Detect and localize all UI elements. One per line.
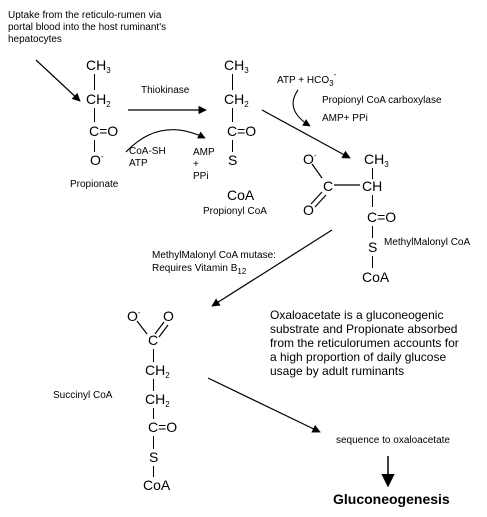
succinyl-c: C bbox=[148, 332, 159, 348]
propionyl-ch2: CH2 bbox=[224, 91, 249, 109]
bond-c-o-double-1 bbox=[310, 191, 323, 205]
propionyl-ch3: CH3 bbox=[224, 57, 249, 75]
thiokinase-atp: ATP bbox=[129, 158, 148, 169]
mutase-label-line1: MethylMalonyl CoA mutase: bbox=[152, 250, 276, 261]
succinyl-coa-label: Succinyl CoA bbox=[53, 390, 113, 401]
propionate-ch2: CH2 bbox=[86, 91, 111, 109]
carboxylase-label: Propionyl CoA carboxylase bbox=[322, 95, 442, 106]
succinyl-bond-2 bbox=[153, 379, 155, 391]
methylmalonyl-c: C bbox=[323, 178, 334, 194]
propionyl-coa: CoA bbox=[227, 187, 255, 203]
succinyl-o-minus: O- bbox=[127, 308, 141, 324]
thiokinase-ppi: PPi bbox=[193, 171, 209, 182]
uptake-note-line1: Uptake from the reticulo-rumen via bbox=[8, 10, 162, 21]
methylmalonyl-bond-ch3 bbox=[372, 168, 374, 179]
methylmalonyl-ch3: CH3 bbox=[364, 151, 389, 169]
sequence-arrow bbox=[207, 377, 321, 433]
oxaloacetate-note-line5: usage by adult ruminants bbox=[270, 364, 405, 378]
thiokinase-side-arc bbox=[125, 129, 206, 153]
bond-succ-c-o-minus bbox=[136, 320, 148, 335]
carboxylase-arrow bbox=[261, 109, 351, 159]
propionate-bond-2 bbox=[94, 108, 96, 122]
propionyl-bond-3 bbox=[232, 140, 234, 152]
propionate-label: Propionate bbox=[70, 179, 119, 190]
sequence-label: sequence to oxaloacetate bbox=[336, 435, 450, 446]
methylmalonyl-ch: CH bbox=[362, 178, 383, 194]
propionate-o: O- bbox=[90, 152, 104, 168]
methylmalonyl-bond-ch-co bbox=[372, 195, 374, 207]
bond-c-o-minus bbox=[311, 163, 323, 179]
methylmalonyl-coa-label: MethylMalonyl CoA bbox=[384, 237, 471, 248]
oxaloacetate-note-line1: Oxaloacetate is a gluconeogenic bbox=[270, 308, 444, 322]
methylmalonyl-s: S bbox=[368, 239, 378, 255]
bond-c-o-double-2 bbox=[314, 194, 327, 208]
succinyl-bond-3 bbox=[153, 408, 155, 419]
succinyl-ch2-b: CH2 bbox=[145, 391, 170, 409]
thiokinase-plus: + bbox=[193, 159, 199, 170]
succinyl-bond-5 bbox=[153, 466, 155, 477]
uptake-arrow bbox=[35, 59, 81, 102]
propionyl-s: S bbox=[228, 152, 238, 168]
propionate-ch3: CH3 bbox=[86, 57, 111, 75]
thiokinase-label: Thiokinase bbox=[141, 85, 190, 96]
propionate-co: C=O bbox=[89, 123, 119, 139]
methylmalonyl-bond-co-s bbox=[372, 226, 374, 238]
succinyl-o-double: O bbox=[163, 308, 174, 324]
gluconeogenesis-label: Gluconeogenesis bbox=[333, 491, 450, 507]
propionate-bond-3 bbox=[94, 140, 96, 152]
carboxylase-amp-ppi: AMP+ PPi bbox=[322, 113, 368, 124]
propionyl-bond-1 bbox=[232, 74, 234, 90]
carboxylase-side-arc bbox=[292, 89, 311, 127]
thiokinase-coa-sh: CoA-SH bbox=[129, 146, 166, 157]
carboxylase-atp-hco3: ATP + HCO3- bbox=[277, 70, 337, 88]
thiokinase-amp: AMP bbox=[193, 147, 215, 158]
propionyl-co: C=O bbox=[227, 123, 257, 139]
methylmalonyl-co: C=O bbox=[367, 209, 397, 225]
succinyl-coa: CoA bbox=[143, 477, 171, 493]
propionyl-coa-label: Propionyl CoA bbox=[203, 206, 267, 217]
methylmalonyl-o-minus: O- bbox=[303, 151, 317, 167]
oxaloacetate-note-line2: substrate and Propionate absorbed bbox=[270, 322, 458, 336]
uptake-note-line2: portal blood into the host ruminant's bbox=[8, 22, 167, 33]
bond-succ-c-o-double-2 bbox=[158, 324, 169, 338]
methylmalonyl-o-double: O bbox=[303, 202, 314, 218]
succinyl-bond-1 bbox=[153, 349, 155, 362]
succinyl-co: C=O bbox=[148, 419, 178, 435]
mutase-label-line2: Requires Vitamin B12 bbox=[152, 263, 247, 276]
oxaloacetate-note-line3: from the reticulorumen accounts for bbox=[270, 336, 459, 350]
methylmalonyl-coa: CoA bbox=[362, 269, 390, 285]
succinyl-s: S bbox=[149, 449, 159, 465]
propionyl-bond-2 bbox=[232, 108, 234, 122]
uptake-note-line3: hepatocytes bbox=[8, 34, 62, 45]
succinyl-ch2-a: CH2 bbox=[145, 362, 170, 380]
mutase-arrow bbox=[211, 229, 333, 307]
methylmalonyl-bond-s-coa bbox=[372, 256, 374, 268]
oxaloacetate-note-line4: a high proportion of daily glucose bbox=[270, 350, 447, 364]
bond-succ-c-o-double-1 bbox=[154, 321, 165, 335]
propionate-bond-1 bbox=[94, 74, 96, 90]
succinyl-bond-4 bbox=[153, 436, 155, 449]
